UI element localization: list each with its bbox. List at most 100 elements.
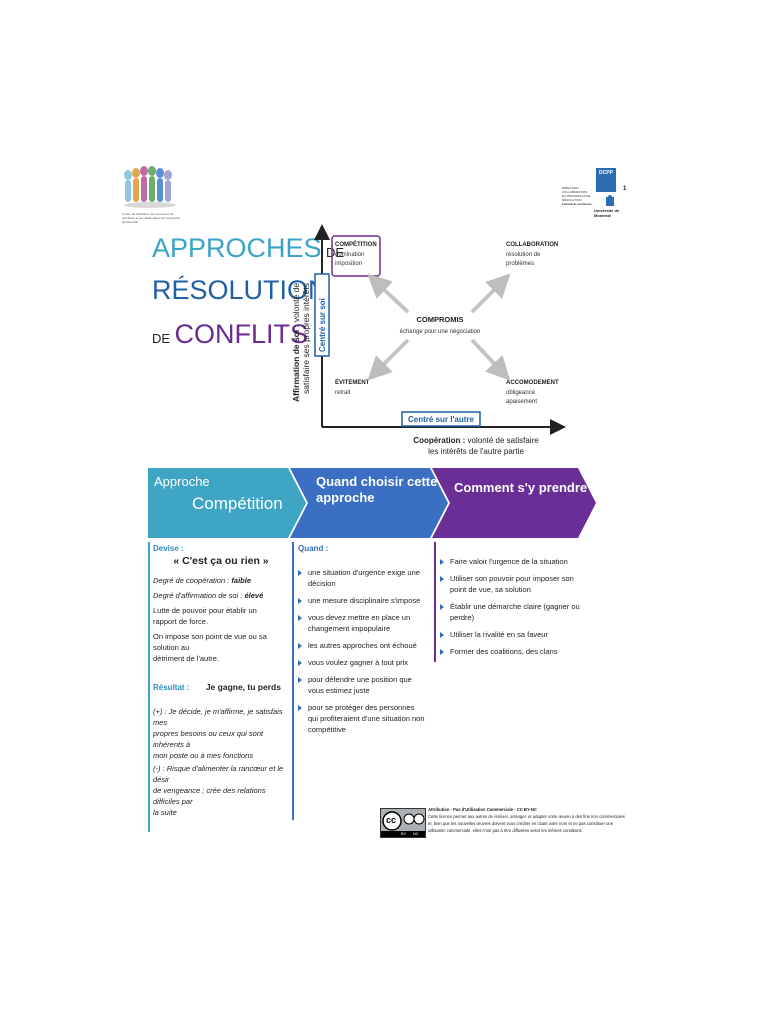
collaboration-l1: résolution de xyxy=(506,252,541,258)
udem-icon xyxy=(605,194,615,212)
quand-item: vous devez mettre en place un changement… xyxy=(298,612,426,634)
plus-line: (+) : Je décide, je m'affirme, je satisf… xyxy=(153,707,283,727)
column-quand-content: Quand : une situation d'urgence exige un… xyxy=(298,544,426,741)
minus-line: la suite xyxy=(153,808,177,817)
title-line-3: DE CONFLITS xyxy=(152,318,308,350)
arrow-to-accommodement xyxy=(470,338,511,381)
degre-affirmation: Degré d'affirmation de soi : élevé xyxy=(153,590,289,601)
paragraph-lutte-line: Lutte de pouvoir pour établir un xyxy=(153,606,257,615)
paragraph-lutte: Lutte de pouvoir pour établir un rapport… xyxy=(153,605,289,627)
degre-affirmation-label: Degré d'affirmation de soi : xyxy=(153,591,243,600)
quand-list: une situation d'urgence exige une décisi… xyxy=(298,567,426,735)
band-comment: Comment s'y prendre xyxy=(454,480,588,495)
title-de-2: DE xyxy=(152,331,171,346)
paragraph-impose: On impose son point de vue ou sa solutio… xyxy=(153,631,289,664)
license-title: Attribution - Pas d'Utilisation Commerci… xyxy=(428,807,537,812)
comment-item: Utiliser son pouvoir pour imposer son po… xyxy=(440,573,580,595)
column-approche-content: Devise : « C'est ça ou rien » Degré de c… xyxy=(153,544,289,818)
devise-text: « C'est ça ou rien » xyxy=(173,555,269,567)
degre-cooperation-label: Degré de coopération : xyxy=(153,576,230,585)
conflict-diagram: Affirmation de soi : volonté de satisfai… xyxy=(290,222,570,462)
competition-title: COMPÉTITION xyxy=(335,240,377,248)
competition-l2: imposition xyxy=(335,261,362,267)
compromis-l1: échange pour une négociation xyxy=(400,329,481,335)
right-caption-line: Faculté de médecine xyxy=(562,202,592,206)
y-axis-label: Affirmation de soi : volonté de xyxy=(291,283,301,402)
title-de-1: DE xyxy=(326,245,345,260)
cc-badge-by: BY xyxy=(401,831,407,836)
comment-item: Faire valoir l'urgence de la situation xyxy=(440,556,580,567)
title-resolution: RÉSOLUTION xyxy=(152,275,328,305)
cc-badge-cc: cc xyxy=(386,815,397,825)
title-line-2: RÉSOLUTION xyxy=(152,274,328,306)
arrow-to-collaboration xyxy=(470,273,511,314)
cc-license-badge: cc BY NC xyxy=(380,808,426,838)
band-arrow-purple xyxy=(432,468,596,538)
degre-cooperation: Degré de coopération : faible xyxy=(153,575,289,586)
evitement-title: ÉVITEMENT xyxy=(335,378,370,386)
competition-highlight-box xyxy=(331,235,381,277)
title-conflits: CONFLITS xyxy=(174,319,309,349)
approach-band: Approche Compétition Quand choisir cette… xyxy=(148,468,596,538)
left-logo xyxy=(120,165,180,225)
cc-badge-nc: NC xyxy=(413,831,419,836)
license-block: Attribution - Pas d'Utilisation Commerci… xyxy=(428,806,628,834)
paragraph-impose-line: On impose son point de vue ou sa solutio… xyxy=(153,632,267,652)
band-quand-line2: approche xyxy=(316,490,375,505)
comment-item: Utiliser la rivalité en sa faveur xyxy=(440,629,580,640)
band-arrows xyxy=(148,468,596,538)
degre-cooperation-value: faible xyxy=(231,576,251,585)
plus-line: propres besoins ou ceux qui sont inhéren… xyxy=(153,729,264,749)
comment-item: Établir une démarche claire (gagner ou p… xyxy=(440,601,580,623)
cc-by-nc-icon xyxy=(381,809,425,837)
band-approche-label: Approche xyxy=(154,474,210,489)
devise-label: Devise : xyxy=(153,544,184,553)
band-arrow-teal xyxy=(148,468,306,538)
right-caption-line: DIRECTION COLLABORATION xyxy=(562,186,588,194)
accommodement-l1: obligeance xyxy=(506,390,536,396)
quand-item: une situation d'urgence exige une décisi… xyxy=(298,567,426,589)
dcpp-logo: DCPP xyxy=(596,168,616,192)
band-approche-value: Compétition xyxy=(192,494,283,513)
quand-label: Quand : xyxy=(298,544,329,553)
accommodement-title: ACCOMODEMENT xyxy=(506,380,559,386)
column-divider-teal xyxy=(148,542,150,832)
column-divider-blue xyxy=(292,542,294,820)
resultat-value: Je gagne, tu perds xyxy=(205,682,281,692)
centre-sur-autre-box xyxy=(401,411,481,427)
degre-affirmation-value: élevé xyxy=(244,591,264,600)
diagram-svg: Affirmation de soi : volonté de satisfai… xyxy=(291,224,566,456)
quand-item: une mesure disciplinaire s'impose xyxy=(298,595,426,606)
quand-item: vous voulez gagner à tout prix xyxy=(298,657,426,668)
people-group-icon xyxy=(124,166,176,208)
band-arrow-blue xyxy=(290,468,448,538)
compromis-title: COMPROMIS xyxy=(416,315,463,324)
column-divider-purple xyxy=(434,542,436,662)
title-line-1: APPROCHES DE xyxy=(152,232,344,264)
page-number: 1 xyxy=(623,186,627,192)
evitement-l1: retrait xyxy=(335,390,351,396)
x-axis-label: Coopération : volonté de satisfaire xyxy=(413,436,539,445)
left-logo-caption: Centre de facilitation des processus de … xyxy=(122,212,180,224)
dcpp-label: DCPP xyxy=(599,170,613,176)
minus-block: (-) : Risque d'alimenter la rancœur et l… xyxy=(153,763,289,818)
comment-item: Former des coalitions, des clans xyxy=(440,646,580,657)
competition-l1: domination xyxy=(335,252,364,258)
accommodement-l2: apaisement xyxy=(506,399,537,405)
minus-line: de vengeance ; crée des relations diffic… xyxy=(153,786,266,806)
title-approches: APPROCHES xyxy=(152,233,322,263)
arrow-to-competition xyxy=(367,273,410,314)
minus-line: (-) : Risque d'alimenter la rancœur et l… xyxy=(153,764,284,784)
y-axis-label-line2: satisfaire ses propres intérêts xyxy=(301,283,311,394)
university-name: Université de Montréal xyxy=(594,208,620,218)
band-quand-line1: Quand choisir cette xyxy=(316,474,438,489)
centre-sur-soi-label: Centré sur soi xyxy=(318,298,327,352)
collaboration-title: COLLABORATION xyxy=(506,242,558,248)
right-logo-caption: DIRECTION COLLABORATION ET PROCESSUS DE … xyxy=(562,186,596,206)
quand-item: pour se protéger des personnes qui profi… xyxy=(298,702,426,735)
right-caption-line: ET PROCESSUS DE RÉSOLUTION xyxy=(562,194,591,202)
plus-line: mon poste ou à mes fonctions xyxy=(153,751,254,760)
arrow-to-evitement xyxy=(367,338,410,381)
license-text: Cette licence permet aux autres de remix… xyxy=(428,814,625,833)
centre-sur-autre-label: Centré sur l'autre xyxy=(408,415,474,424)
